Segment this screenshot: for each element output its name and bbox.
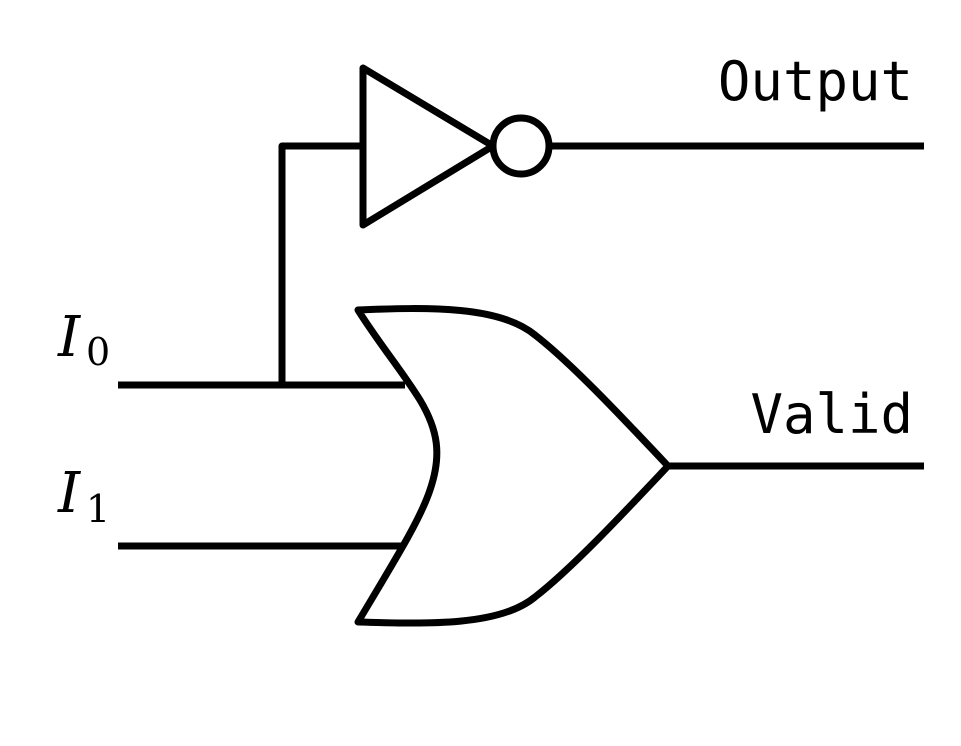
input-i0-symbol: I [57,305,82,370]
input-i1-label: I 1 [57,461,110,531]
input-i0-label: I 0 [57,305,110,374]
input-i0-subscript: 0 [86,330,110,374]
valid-label: Valid [750,383,913,446]
input-i1-symbol: I [57,461,82,526]
output-label: Output [718,50,913,113]
branch-wire-to-not [278,142,363,385]
not-gate-bubble [489,114,553,178]
input-i1-subscript: 1 [86,487,110,531]
not-gate [359,64,497,229]
or-gate [354,305,672,627]
